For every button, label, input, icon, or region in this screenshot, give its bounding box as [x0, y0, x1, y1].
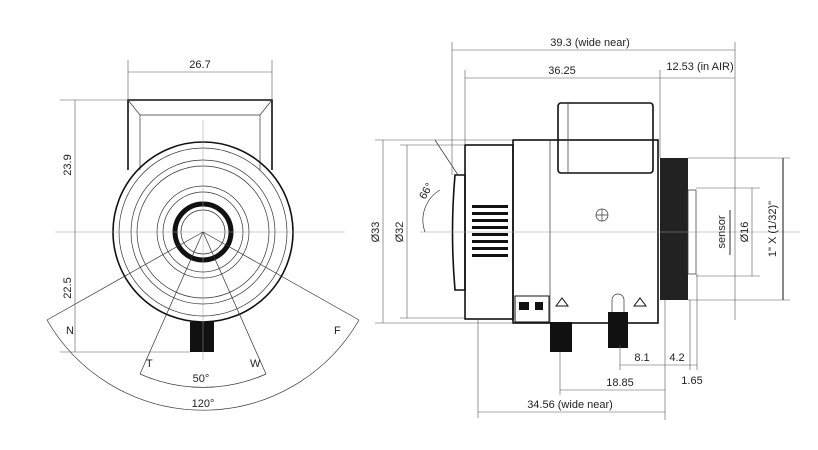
- width-dim: 26.7: [189, 59, 210, 71]
- zoom-knob: [550, 322, 572, 352]
- inner-diameter-dim: Ø32: [394, 222, 406, 243]
- overall-length-dim: 39.3 (wide near): [550, 37, 630, 49]
- focus-knob: [190, 322, 214, 352]
- dim-1-65: 1.65: [681, 375, 702, 387]
- far-label: F: [334, 325, 341, 337]
- focus-arrow-icon: [633, 297, 647, 307]
- sensor-label: sensor: [716, 215, 728, 248]
- thread-dim: 1" X (1/32)": [767, 201, 779, 257]
- dim-18-85: 18.85: [606, 377, 634, 389]
- thread-mount: [660, 158, 688, 300]
- front-view: 26.7 23.9 22.5 N F T W 50° 120°: [46, 59, 360, 411]
- main-body: [512, 139, 659, 324]
- dim-4-2: 4.2: [669, 352, 684, 364]
- sensor-diameter-dim: Ø16: [739, 222, 751, 243]
- focus-knob-side: [608, 312, 628, 348]
- dim-8-1: 8.1: [634, 352, 649, 364]
- iris-motor: [557, 102, 654, 174]
- top-height-dim: 23.9: [62, 154, 74, 175]
- near-label: N: [66, 325, 74, 337]
- body-length-dim: 36.25: [548, 65, 576, 77]
- angle-label: 66°: [417, 181, 436, 201]
- outer-diameter-dim: Ø33: [370, 222, 382, 243]
- outer-angle-label: 120°: [192, 398, 215, 410]
- grip-ridges: [472, 205, 508, 257]
- housing-top: [127, 99, 273, 170]
- side-view: Ø33 Ø32 66° 39.3 (wide near) 36.25 12.53…: [370, 37, 800, 420]
- wide-label: W: [250, 358, 261, 370]
- inner-angle-label: 50°: [193, 373, 210, 385]
- outer-angle-arc: [46, 319, 360, 411]
- bottom-height-dim: 22.5: [62, 277, 74, 298]
- back-focus-dim: 12.53 (in AIR): [666, 61, 733, 73]
- inner-angle-arc: [139, 373, 267, 388]
- tele-label: T: [146, 358, 153, 370]
- zoom-arrow-icon: [555, 297, 569, 307]
- dim-34-56: 34.56 (wide near): [527, 399, 613, 411]
